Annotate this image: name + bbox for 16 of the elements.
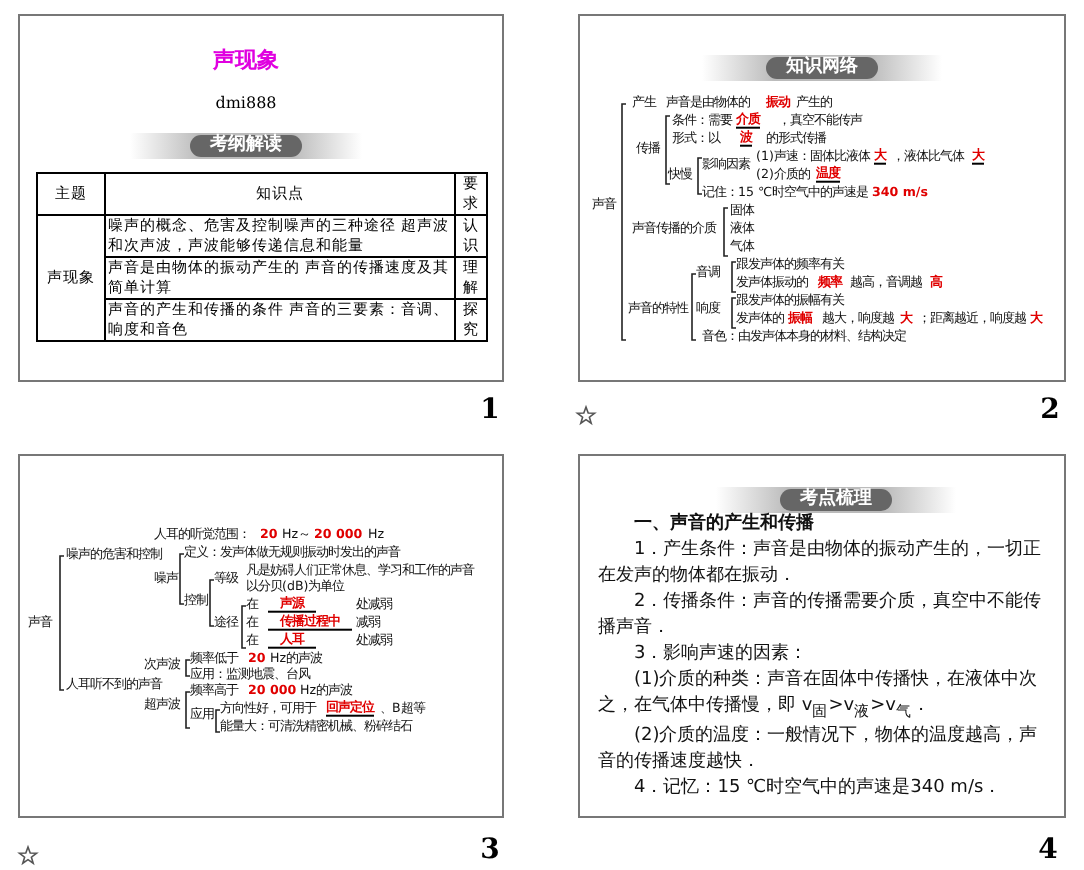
author-text: dmi888 [215, 96, 277, 112]
section-banner: 知识网络 [702, 55, 942, 81]
paragraph: (2)介质的温度：一般情况下，物体的温度越高，声音的传播速度越快． [598, 724, 1040, 777]
page-number: 3 [480, 834, 500, 866]
paragraph: 3．影响声速的因素： [632, 642, 810, 669]
slide-title: 声现象 [213, 49, 279, 71]
paragraph: 4．记忆：15 ℃时空气中的声速是340 m/s． [632, 776, 1004, 803]
page-number: 2 [1040, 394, 1060, 426]
section-banner: 考点梳理 [716, 487, 956, 513]
section-heading: 一、声音的产生和传播 [632, 512, 816, 538]
paragraph: 2．传播条件：声音的传播需要介质，真空中不能传播声音． [598, 590, 1042, 643]
section-banner: 考纲解读 [130, 133, 362, 159]
paragraph: 1．产生条件：声音是由物体的振动产生的，一切正在发声的物体都在振动． [598, 538, 1042, 591]
page-number: 4 [1038, 834, 1058, 866]
paragraph: (1)介质的种类：声音在固体中传播快，在液体中次之，在气体中传播慢，即 v$_{固}$>v$_{液}$>v$_{气}$． [598, 668, 1040, 724]
page-number: 1 [480, 394, 500, 426]
